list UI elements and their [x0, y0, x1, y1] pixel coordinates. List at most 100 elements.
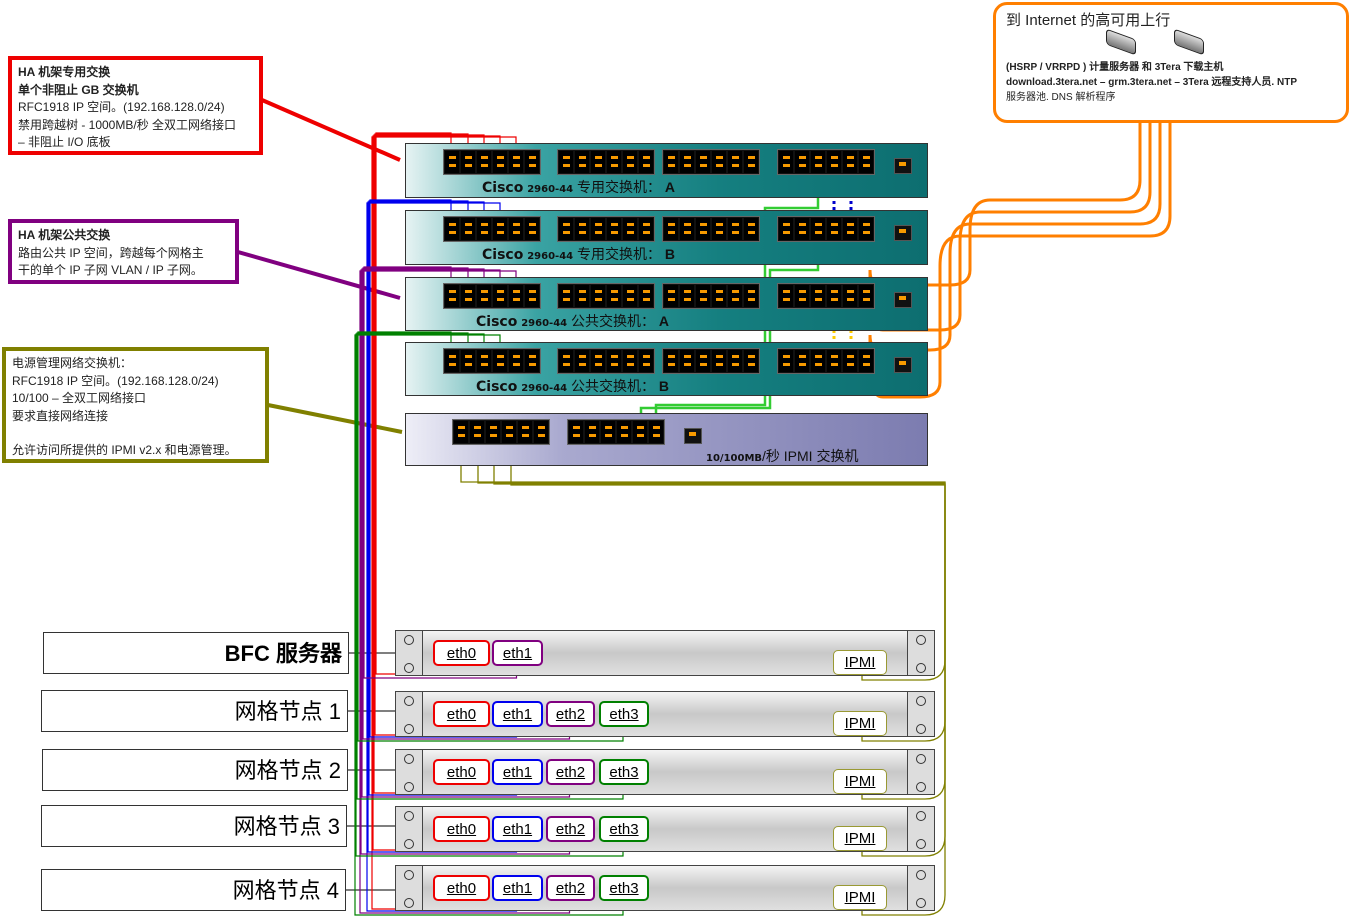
ethernet-port[interactable]	[591, 350, 605, 372]
ethernet-port[interactable]	[696, 151, 710, 173]
ethernet-port[interactable]	[525, 350, 539, 372]
ethernet-port[interactable]	[470, 421, 484, 443]
ethernet-port[interactable]	[712, 218, 726, 240]
ethernet-port[interactable]	[461, 151, 475, 173]
ethernet-port[interactable]	[559, 285, 573, 307]
uplink-port[interactable]	[894, 357, 912, 373]
ethernet-port[interactable]	[569, 421, 583, 443]
ethernet-port[interactable]	[477, 151, 491, 173]
ethernet-port[interactable]	[827, 151, 841, 173]
nic-eth2[interactable]: eth2	[546, 701, 595, 727]
ethernet-port[interactable]	[843, 350, 857, 372]
ethernet-port[interactable]	[591, 218, 605, 240]
ethernet-port[interactable]	[779, 151, 793, 173]
ethernet-port[interactable]	[461, 285, 475, 307]
ethernet-port[interactable]	[728, 350, 742, 372]
nic-eth1[interactable]: eth1	[492, 816, 543, 842]
ethernet-port[interactable]	[607, 218, 621, 240]
ethernet-port[interactable]	[454, 421, 468, 443]
ethernet-port[interactable]	[493, 218, 507, 240]
ethernet-port[interactable]	[680, 285, 694, 307]
ethernet-port[interactable]	[525, 151, 539, 173]
ethernet-port[interactable]	[575, 285, 589, 307]
ethernet-port[interactable]	[795, 285, 809, 307]
uplink-port[interactable]	[894, 158, 912, 174]
ethernet-port[interactable]	[518, 421, 532, 443]
ethernet-port[interactable]	[575, 350, 589, 372]
ethernet-port[interactable]	[680, 151, 694, 173]
ethernet-port[interactable]	[779, 285, 793, 307]
ethernet-port[interactable]	[477, 218, 491, 240]
ethernet-port[interactable]	[486, 421, 500, 443]
nic-eth1[interactable]: eth1	[492, 759, 543, 785]
ethernet-port[interactable]	[859, 350, 873, 372]
nic-eth0[interactable]: eth0	[433, 875, 490, 901]
uplink-port[interactable]	[894, 292, 912, 308]
ethernet-port[interactable]	[493, 285, 507, 307]
ethernet-port[interactable]	[534, 421, 548, 443]
ethernet-port[interactable]	[728, 218, 742, 240]
nic-eth3[interactable]: eth3	[599, 816, 649, 842]
ethernet-port[interactable]	[477, 350, 491, 372]
nic-eth2[interactable]: eth2	[546, 816, 595, 842]
ethernet-port[interactable]	[728, 285, 742, 307]
ethernet-port[interactable]	[493, 350, 507, 372]
nic-eth1[interactable]: eth1	[492, 640, 543, 666]
ethernet-port[interactable]	[811, 350, 825, 372]
ethernet-port[interactable]	[795, 350, 809, 372]
ethernet-port[interactable]	[744, 350, 758, 372]
ethernet-port[interactable]	[445, 350, 459, 372]
ethernet-port[interactable]	[623, 151, 637, 173]
ethernet-port[interactable]	[744, 285, 758, 307]
ethernet-port[interactable]	[712, 350, 726, 372]
ethernet-port[interactable]	[680, 218, 694, 240]
ethernet-port[interactable]	[664, 350, 678, 372]
ethernet-port[interactable]	[744, 151, 758, 173]
ethernet-port[interactable]	[509, 151, 523, 173]
ethernet-port[interactable]	[607, 285, 621, 307]
nic-eth0[interactable]: eth0	[433, 701, 490, 727]
nic-ipmi[interactable]: IPMI	[833, 826, 887, 851]
ethernet-port[interactable]	[493, 151, 507, 173]
ethernet-port[interactable]	[664, 218, 678, 240]
ethernet-port[interactable]	[843, 285, 857, 307]
ethernet-port[interactable]	[559, 350, 573, 372]
ethernet-port[interactable]	[843, 218, 857, 240]
ethernet-port[interactable]	[696, 350, 710, 372]
ethernet-port[interactable]	[509, 285, 523, 307]
ethernet-port[interactable]	[623, 350, 637, 372]
ethernet-port[interactable]	[509, 350, 523, 372]
ethernet-port[interactable]	[639, 151, 653, 173]
ethernet-port[interactable]	[843, 151, 857, 173]
ethernet-port[interactable]	[445, 285, 459, 307]
ethernet-port[interactable]	[664, 285, 678, 307]
nic-eth1[interactable]: eth1	[492, 875, 543, 901]
nic-eth3[interactable]: eth3	[599, 759, 649, 785]
ethernet-port[interactable]	[639, 350, 653, 372]
ethernet-port[interactable]	[575, 218, 589, 240]
ethernet-port[interactable]	[445, 218, 459, 240]
ethernet-port[interactable]	[779, 218, 793, 240]
ethernet-port[interactable]	[461, 218, 475, 240]
ethernet-port[interactable]	[461, 350, 475, 372]
ethernet-port[interactable]	[859, 218, 873, 240]
ethernet-port[interactable]	[696, 218, 710, 240]
ethernet-port[interactable]	[559, 218, 573, 240]
ethernet-port[interactable]	[712, 285, 726, 307]
ethernet-port[interactable]	[827, 350, 841, 372]
ethernet-port[interactable]	[639, 218, 653, 240]
uplink-port[interactable]	[684, 428, 702, 444]
ethernet-port[interactable]	[623, 218, 637, 240]
ethernet-port[interactable]	[591, 151, 605, 173]
ethernet-port[interactable]	[617, 421, 631, 443]
ethernet-port[interactable]	[509, 218, 523, 240]
ethernet-port[interactable]	[607, 151, 621, 173]
ethernet-port[interactable]	[811, 285, 825, 307]
nic-ipmi[interactable]: IPMI	[833, 885, 887, 910]
ethernet-port[interactable]	[779, 350, 793, 372]
ethernet-port[interactable]	[502, 421, 516, 443]
nic-eth1[interactable]: eth1	[492, 701, 543, 727]
uplink-port[interactable]	[894, 225, 912, 241]
ethernet-port[interactable]	[696, 285, 710, 307]
nic-eth3[interactable]: eth3	[599, 701, 649, 727]
